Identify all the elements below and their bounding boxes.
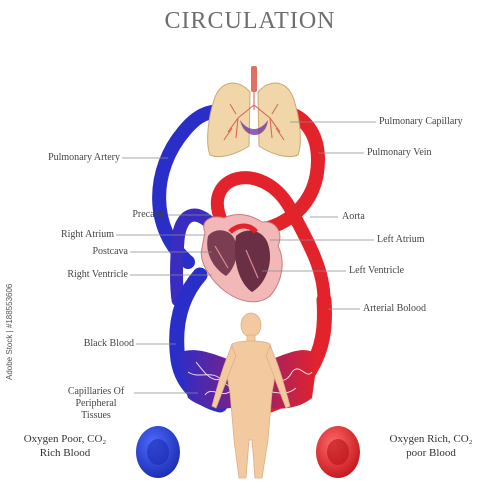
label-arterial-blood: Arterial Bolood	[363, 303, 427, 314]
capillaries-line2: Peripheral Tissues	[75, 398, 117, 421]
label-pulmonary-capillary: Pulmonary Capillary	[379, 116, 463, 127]
human-figure	[211, 312, 291, 479]
label-right-ventricle: Right Ventricle	[67, 269, 128, 280]
lungs	[207, 66, 301, 158]
label-aorta: Aorta	[342, 211, 365, 222]
label-left-atrium: Left Atrium	[377, 234, 425, 245]
stock-id-text: Adobe Stock | #188553606	[5, 283, 14, 380]
label-pulmonary-vein: Pulmonary Vein	[367, 147, 432, 158]
leader-lines	[116, 121, 376, 394]
label-right-atrium: Right Atrium	[60, 229, 114, 240]
precava-vessel	[170, 208, 222, 307]
label-precava: Precava	[132, 209, 164, 220]
label-postcava: Postcava	[92, 246, 128, 257]
label-black-blood: Black Blood	[83, 338, 134, 349]
capillaries-line1: Capillaries Of	[67, 386, 125, 397]
heart	[200, 214, 283, 303]
label-pulmonary-artery: Pulmonary Artery	[48, 152, 120, 163]
legend-poor-line2: Rich Blood	[39, 447, 91, 459]
label-capillaries-peripheral-tissues: Capillaries Of Peripheral Tissues	[60, 386, 132, 422]
label-left-ventricle: Left Ventricle	[349, 265, 405, 276]
aorta-arch-vessel	[210, 171, 331, 307]
legend-oxygen-poor: Oxygen Poor, CO₂ Rich Blood	[10, 432, 120, 460]
legend-poor-line1: Oxygen Poor, CO₂	[23, 433, 107, 445]
legend-rich-line2: poor Blood	[406, 447, 456, 459]
legend-oxygen-rich: Oxygen Rich, CO₂ poor Blood	[372, 432, 490, 460]
legend-rich-line1: Oxygen Rich, CO₂	[389, 433, 473, 445]
diagram-title: CIRCULATION	[164, 8, 336, 34]
